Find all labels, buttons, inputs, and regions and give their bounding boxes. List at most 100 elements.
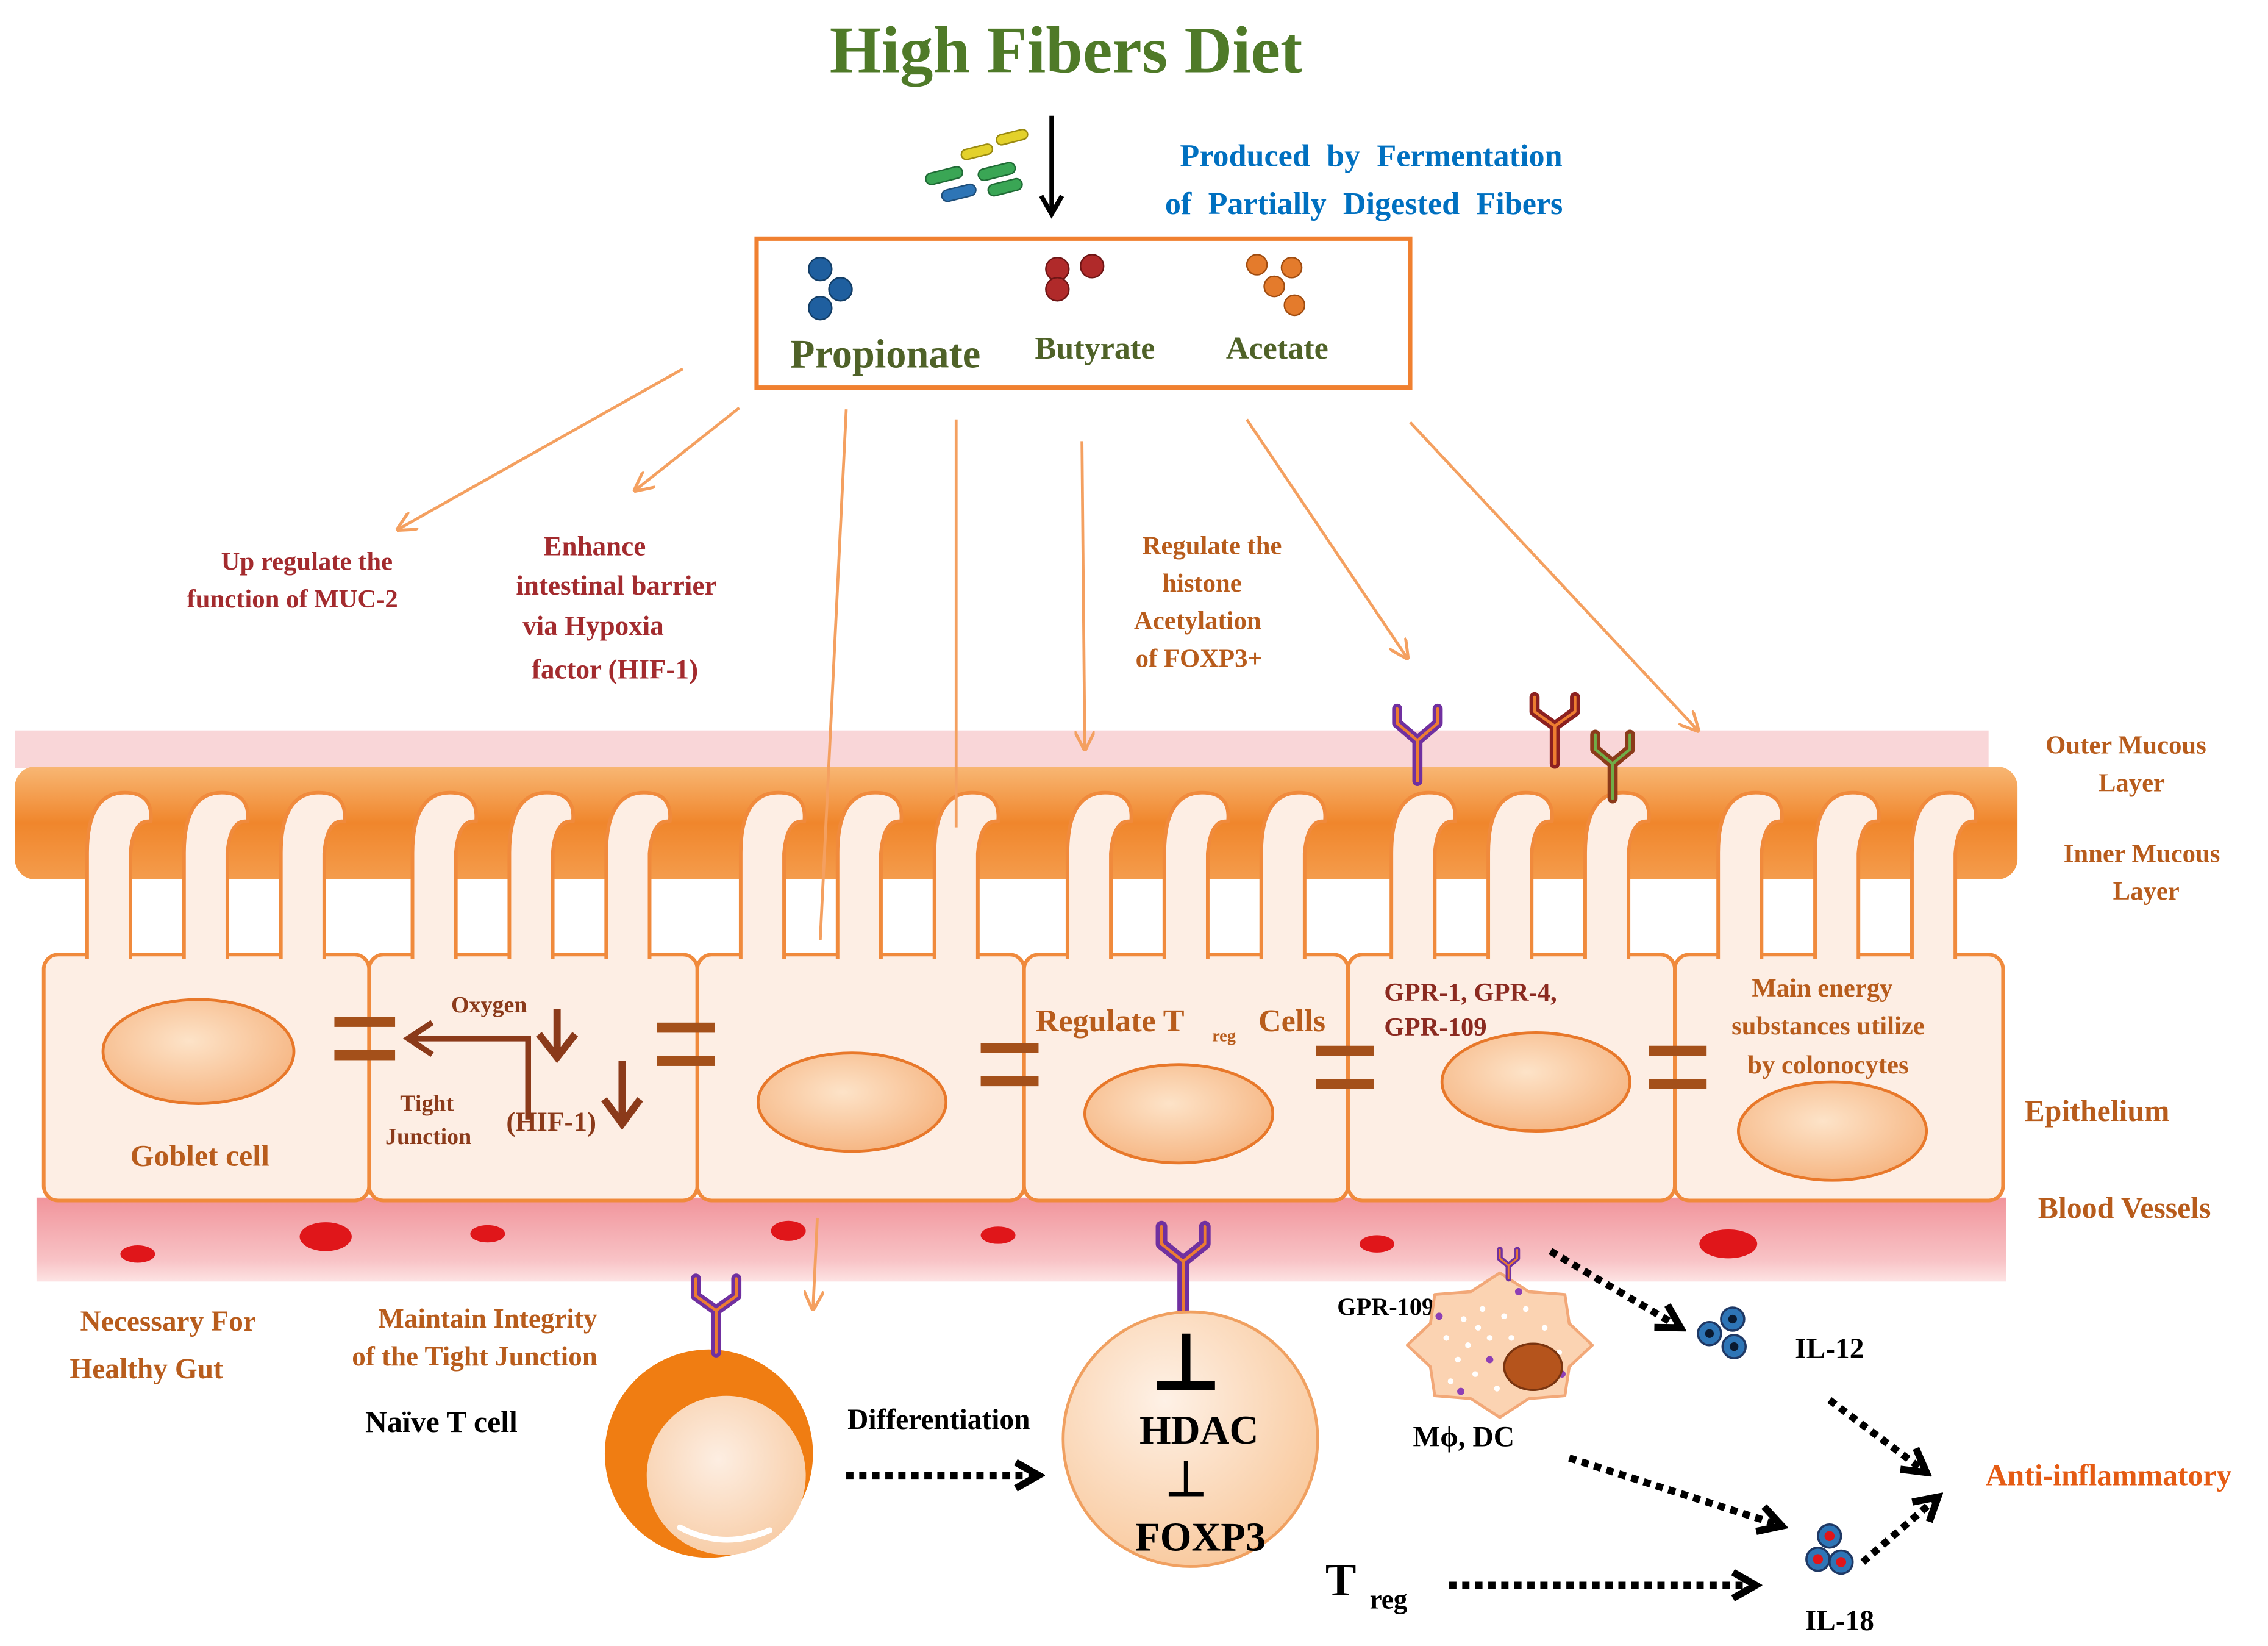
propionate-molecule-icon [808,256,853,321]
red-blood-cell [1699,1229,1758,1259]
histone-line-2: histone [1162,569,1241,598]
scfa-effect-arrows [398,367,1698,1309]
red-blood-cell [299,1222,352,1251]
junction-label: Junction [385,1124,471,1150]
fermentation-line-2: of Partially Digested Fibers [1165,187,1563,221]
arrow-to-gpr [1246,418,1407,658]
tight-junction-bar [1649,1045,1707,1056]
epithelial-cells [41,790,2005,1203]
red-blood-cell [771,1220,806,1241]
red-blood-cell [980,1226,1016,1244]
macrophage-label: Mϕ, DC [1413,1422,1514,1453]
arrow-to-histone [1082,441,1085,749]
muc2-line-2: function of MUC-2 [187,585,398,614]
il12-cytokine-icon [1697,1306,1747,1359]
energy-line-1: Main energy [1752,974,1892,1003]
hypoxia-arrows [402,1009,643,1130]
receptor-icon [1497,1247,1521,1282]
energy-line-3: by colonocytes [1747,1051,1908,1079]
red-blood-cell [1359,1235,1394,1253]
microvillus [1716,790,1784,992]
tight-junction-bar [980,1042,1039,1053]
goblet-cell-label: Goblet cell [130,1139,269,1173]
hif-arrowhead-icon [601,1097,643,1130]
microvillus [1389,790,1457,992]
hif-effect-text: Enhance intestinal barrier via Hypoxia f… [516,531,716,685]
tight-integrity-line-1: Maintain Integrity [378,1303,597,1334]
microvillus [279,790,347,992]
blood-vessel-band [36,1197,2006,1282]
histone-effect-text: Regulate the histone Acetylation of FOXP… [1134,531,1282,673]
healthy-gut-line-1: Necessary For [80,1306,256,1337]
microvillus [410,790,479,992]
butyrate-molecule-icon [1045,254,1105,302]
receptor-icon [1155,1220,1211,1317]
regulate-treg-cells: Cells [1258,1004,1325,1039]
cell-nucleus [1440,1031,1631,1133]
hif1-label: (HIF-1) [506,1107,596,1137]
macrophage-to-il18-arrow [1568,1455,1782,1526]
inhibition-icon [1157,1333,1215,1390]
fermentation-line-1: Produced by Fermentation [1180,139,1562,174]
epithelial-cell [367,790,699,1203]
hif-line-2: intestinal barrier [516,570,716,601]
outer-mucous-label-1: Outer Mucous [2045,731,2206,760]
microvillus [1065,790,1133,992]
arrow-to-energy [1409,421,1698,731]
gpr-label-line-2: GPR-109 [1384,1013,1486,1042]
naive-t-cell-label: Naïve T cell [365,1405,518,1439]
regulate-treg-label: Regulate T [1036,1004,1185,1039]
il18-to-anti-inflammatory-arrow [1860,1497,1938,1565]
microvillus [604,790,672,992]
treg-label-subscript: reg [1370,1584,1408,1614]
cell-body-fill [726,959,996,997]
cell-body-fill [73,959,340,997]
microvillus [1162,790,1230,992]
arrow-to-muc2 [398,367,684,529]
tight-junction-arrowhead-icon [402,1020,434,1057]
muc2-line-1: Up regulate the [221,547,393,576]
microvillus [507,790,576,992]
cell-body-fill [398,959,669,997]
cell-nucleus [1737,1080,1928,1182]
acetate-molecule-icon [1246,254,1306,317]
naive-t-cell-icon [604,1349,813,1558]
arrow-to-tight-junction-head [813,1217,817,1309]
tight-junction-bar [980,1076,1039,1087]
histone-line-1: Regulate the [1143,531,1282,560]
microvillus [1813,790,1881,992]
cell-body-fill [1377,959,1646,997]
receptor-icon [1392,703,1443,787]
differentiation-label: Differentiation [847,1404,1030,1436]
muc2-effect-text: Up regulate the function of MUC-2 [187,547,398,614]
il12-to-anti-inflammatory-arrow [1827,1397,1927,1473]
tight-junctions [334,1017,1707,1089]
macrophage-icon [1405,1271,1594,1419]
microvillus [932,790,1000,992]
energy-line-2: substances utilize [1731,1012,1925,1040]
microvillus [1583,790,1651,992]
inhibition-icon [1168,1461,1204,1497]
treg-label: T [1325,1555,1357,1606]
oxygen-arrowhead-icon [536,1032,579,1064]
tight-label: Tight [400,1090,454,1116]
hdac-label: HDAC [1139,1408,1258,1453]
inner-mucous-label-1: Inner Mucous [2064,840,2220,868]
red-blood-cell [120,1245,155,1263]
tight-junction-bar [1316,1079,1374,1089]
receptor-icon [1529,692,1580,769]
red-blood-cells [120,1220,1758,1263]
anti-inflammatory-label: Anti-inflammatory [1986,1459,2232,1492]
receptor-icon [691,1273,742,1358]
il18-label: IL-18 [1805,1605,1874,1637]
acetate-label: Acetate [1226,331,1328,366]
histone-line-3: Acetylation [1134,607,1261,635]
inner-mucous-label-2: Layer [2113,877,2180,906]
cell-nucleus [101,998,296,1105]
butyrate-label: Butyrate [1035,331,1155,366]
hif-line-3: via Hypoxia [522,610,664,641]
microvillus [85,790,153,992]
diagram-title: High Fibers Diet [830,13,1303,87]
hif-line-4: factor (HIF-1) [532,654,698,684]
